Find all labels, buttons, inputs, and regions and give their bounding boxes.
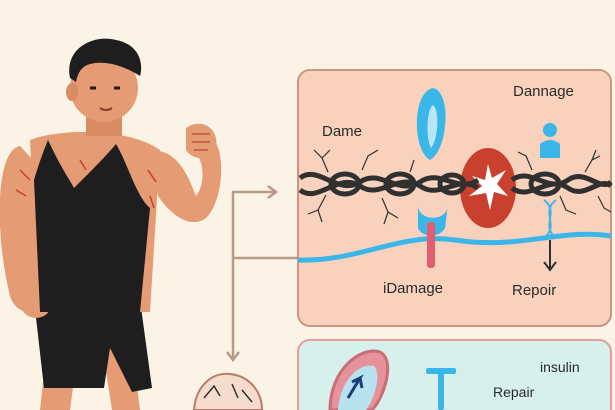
repair-arrow [543,240,557,272]
damage-label: Dannage [513,83,574,100]
top-panel [297,69,612,327]
damaged-fiber-chain [298,171,613,197]
idamage-label: iDamage [383,280,444,297]
connector-arrows [226,185,298,363]
muscle-tear-icon [460,148,516,228]
receptor-icon [416,88,448,268]
repair-bottom-label: Repair [493,384,535,400]
muscle-cross-section-icon [192,372,264,410]
fiber-cracks [307,149,612,225]
insulin-label: insulin [540,359,580,375]
person-silhouette-icon [540,123,560,158]
man-jogging-illustration [0,38,222,410]
repair-label: Repoir [512,282,557,299]
muscle-cell-icon [328,349,390,410]
dna-helix-icon [543,199,557,239]
dame-label: Dame [322,123,363,140]
insulin-t-icon [426,368,456,410]
membrane-line [297,231,612,263]
